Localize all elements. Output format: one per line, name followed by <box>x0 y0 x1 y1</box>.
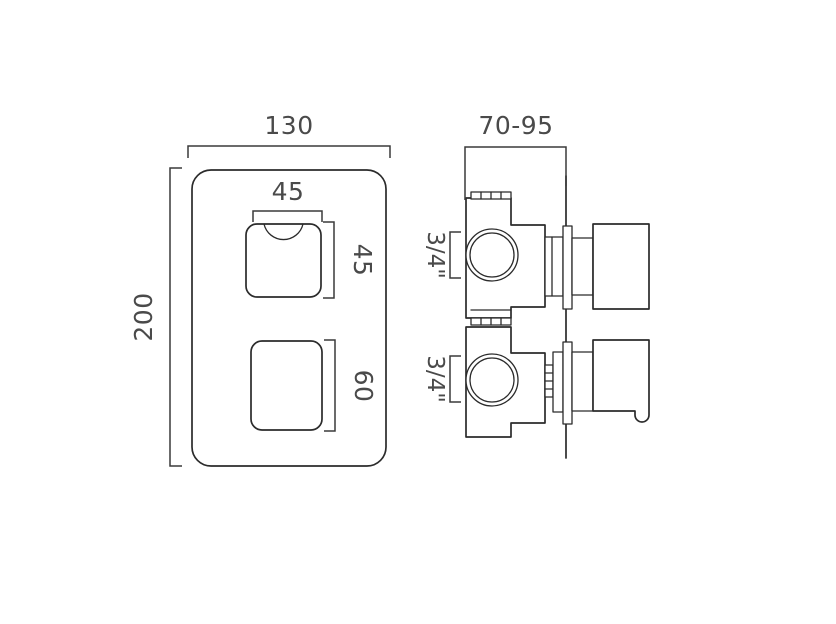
lower-control-outline <box>250 340 323 431</box>
dimension-upper-control-width-label: 45 <box>272 177 305 206</box>
upper-handle-shaft <box>571 237 594 296</box>
upper-valve-top-collar-ribs <box>480 191 502 200</box>
dimension-upper-inlet-label: 3/4" <box>422 231 448 279</box>
upper-escutcheon-neck <box>544 236 564 297</box>
dimension-upper-control-width-line <box>252 210 323 222</box>
front-view-group: 130 200 45 45 60 <box>129 111 391 467</box>
lower-cartridge-spline-ribs <box>544 372 554 390</box>
lower-handle-shaft <box>571 351 594 412</box>
dimension-plate-width-label: 130 <box>264 111 313 140</box>
upper-wall-plate-flange <box>562 225 573 310</box>
dimension-lower-inlet: 3/4" <box>422 355 461 403</box>
dimension-upper-inlet-line <box>449 231 461 279</box>
dimension-upper-control-width: 45 <box>252 177 323 222</box>
dimension-plate-height-line <box>169 167 182 467</box>
upper-control-arc-notch <box>263 223 304 241</box>
dimension-lower-inlet-line <box>449 355 461 403</box>
dimension-plate-height-label: 200 <box>129 292 158 341</box>
dimension-lower-control-height-line <box>324 339 336 432</box>
dimension-plate-height: 200 <box>129 167 182 467</box>
face-plate-outline <box>191 169 387 467</box>
dimension-upper-control-height-label: 45 <box>348 244 377 277</box>
upper-control-outline <box>245 223 322 298</box>
lower-inlet-inner-circle <box>469 357 515 403</box>
lower-wall-plate-flange <box>562 341 573 425</box>
upper-inlet-inner-circle <box>469 232 515 278</box>
lower-handle-lever <box>592 339 650 423</box>
dimension-wall-depth-label: 70-95 <box>478 111 553 140</box>
dimension-upper-control-height: 45 <box>323 221 377 299</box>
dimension-upper-control-height-line <box>323 221 335 299</box>
dimension-wall-depth: 70-95 <box>464 111 567 200</box>
mid-connector-collar-ribs <box>480 317 502 326</box>
dimension-lower-control-height: 60 <box>324 339 378 432</box>
dimension-wall-depth-line <box>464 146 567 200</box>
dimension-plate-width: 130 <box>187 111 391 158</box>
side-view-group: 70-95 3/4" 3/4" <box>422 111 650 459</box>
dimension-lower-inlet-label: 3/4" <box>422 355 448 403</box>
lower-escutcheon-neck <box>552 351 564 413</box>
upper-handle-block <box>592 223 650 310</box>
dimension-upper-inlet: 3/4" <box>422 231 461 279</box>
dimension-plate-width-line <box>187 145 391 158</box>
dimension-lower-control-height-label: 60 <box>349 370 378 403</box>
